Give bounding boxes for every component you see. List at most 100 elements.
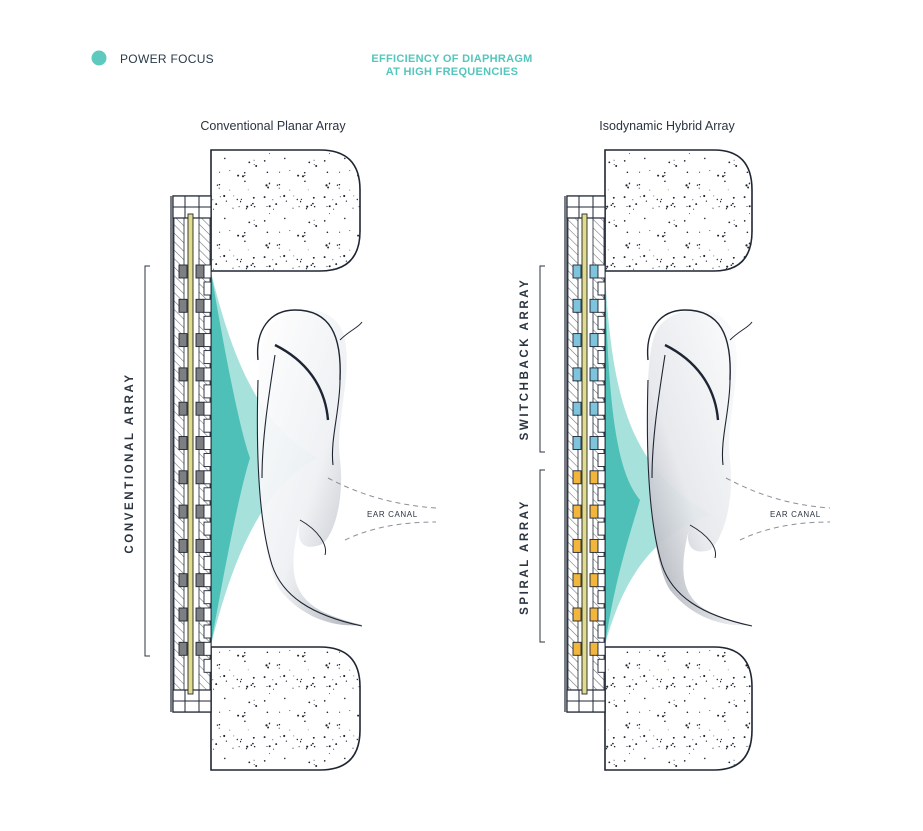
vent-slot: [597, 590, 606, 605]
diaphragm: [187, 213, 194, 695]
magnet-front: [195, 436, 205, 450]
magnet-front: [195, 333, 205, 348]
header-line-1: EFFICIENCY OF DIAPHRAGM: [371, 53, 532, 65]
header-line-2: AT HIGH FREQUENCIES: [386, 66, 519, 78]
magnet-rear: [572, 607, 582, 622]
magnet-rear: [178, 641, 188, 656]
vent-slot: [203, 641, 212, 656]
vent-slot: [597, 555, 606, 570]
magnet-front: [589, 504, 599, 519]
legend-label: POWER FOCUS: [120, 52, 214, 66]
vent-slot: [203, 350, 212, 365]
panel-title-isodynamic: Isodynamic Hybrid Array: [599, 119, 735, 133]
ear-canal-label: EAR CANAL: [770, 510, 821, 519]
magnet-rear: [572, 470, 582, 485]
conventional-array-bracket: [144, 265, 150, 657]
magnet-front: [589, 573, 599, 588]
spiral-array-label: SPIRAL ARRAY: [519, 499, 531, 615]
magnet-front: [589, 298, 599, 313]
magnet-front: [195, 264, 205, 279]
ear-canal-upper: [725, 477, 831, 509]
magnet-rear: [178, 470, 188, 485]
vent-slot: [203, 555, 212, 570]
vent-slot: [203, 538, 212, 553]
vent-slot: [597, 298, 606, 313]
magnet-front: [195, 470, 205, 485]
vent-slot: [597, 315, 606, 330]
legend: POWER FOCUS: [91, 50, 214, 66]
vent-slot: [203, 401, 212, 416]
vent-slot: [597, 573, 606, 588]
vent-slot: [597, 487, 606, 502]
vent-slot: [597, 418, 606, 433]
magnet-front: [195, 641, 205, 656]
vent-slot: [597, 333, 606, 348]
ear-canal-label: EAR CANAL: [367, 510, 418, 519]
switchback-array-bracket: [539, 265, 545, 453]
vent-slot: [597, 658, 606, 673]
spiral-array-bracket: [539, 469, 545, 643]
magnet-rear: [572, 641, 582, 656]
ear-pad-bottom: [604, 646, 753, 771]
ear-canal-lower: [739, 521, 831, 541]
magnet-rear: [572, 401, 582, 416]
vent-slot: [203, 658, 212, 673]
vent-slot: [597, 453, 606, 467]
diagram-header: EFFICIENCY OF DIAPHRAGM AT HIGH FREQUENC…: [371, 53, 532, 78]
magnet-front: [589, 470, 599, 485]
magnet-front: [195, 538, 205, 553]
magnet-rear: [178, 264, 188, 279]
vent-slot: [203, 367, 212, 382]
ear-canal-upper: [327, 477, 437, 509]
magnet-front: [589, 641, 599, 656]
vent-slot: [597, 384, 606, 399]
vent-slot: [203, 453, 212, 467]
vent-slot: [203, 624, 212, 639]
vent-slot: [203, 573, 212, 588]
magnet-rear: [178, 573, 188, 588]
vent-slot: [597, 641, 606, 656]
power-focus-core: [605, 272, 640, 645]
ear-canal-lower: [344, 521, 437, 541]
panel-isodynamic: SWITCHBACK ARRAY SPIRAL ARRAY EAR CANAL: [519, 149, 831, 771]
magnet-rear: [178, 333, 188, 348]
magnet-front: [589, 538, 599, 553]
driver-assembly: [170, 195, 212, 713]
vent-slot: [597, 624, 606, 639]
magnet-rear: [572, 504, 582, 519]
conventional-array-label: CONVENTIONAL ARRAY: [124, 372, 136, 553]
power-focus-swatch: [91, 50, 107, 66]
vent-slot: [597, 401, 606, 416]
ear-outline: [646, 309, 753, 627]
magnet-front: [589, 367, 599, 382]
magnet-rear: [572, 333, 582, 348]
vent-slot: [203, 264, 212, 279]
magnet-front: [195, 504, 205, 519]
diaphragm: [581, 213, 588, 695]
vent-slot: [597, 470, 606, 485]
vent-slot: [203, 607, 212, 622]
vent-slot: [203, 590, 212, 605]
ear-pad-top: [604, 149, 753, 272]
vent-slot: [203, 504, 212, 519]
magnet-rear: [178, 436, 188, 450]
vent-slot: [597, 367, 606, 382]
magnet-front: [589, 607, 599, 622]
panel-title-conventional: Conventional Planar Array: [200, 119, 346, 133]
vent-slot: [203, 487, 212, 502]
driver-assembly: [564, 195, 606, 713]
power-focus-core: [211, 272, 250, 645]
vent-slot: [597, 350, 606, 365]
vent-slot: [597, 504, 606, 519]
vent-slot: [597, 607, 606, 622]
magnet-rear: [572, 538, 582, 553]
magnet-rear: [572, 264, 582, 279]
magnet-front: [589, 436, 599, 450]
ear-pad-bottom: [210, 646, 361, 771]
panel-conventional: CONVENTIONAL ARRAY EAR CANAL: [124, 149, 437, 771]
vent-slot: [203, 418, 212, 433]
vent-slot: [203, 470, 212, 485]
vent-slot: [597, 538, 606, 553]
switchback-array-label: SWITCHBACK ARRAY: [519, 278, 531, 441]
vent-slot: [203, 281, 212, 296]
